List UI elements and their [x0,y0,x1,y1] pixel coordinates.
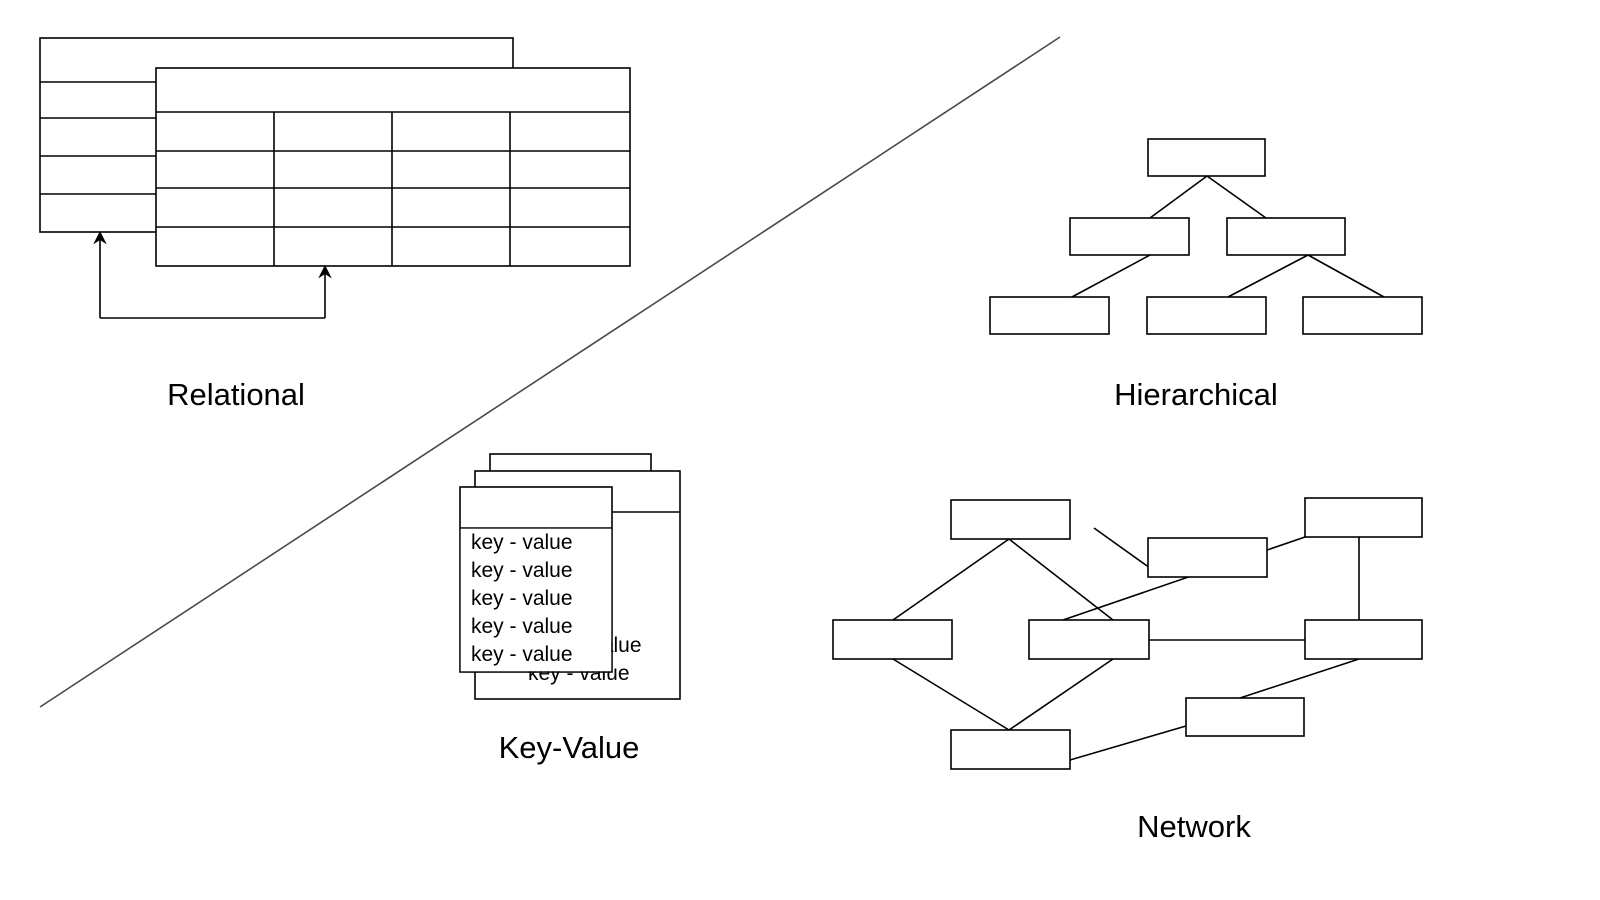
node-child-1[interactable] [1069,217,1190,256]
node-n-lower-right[interactable] [1185,697,1305,737]
key-value-group: key - value key - value key - value key - v… [459,453,681,765]
network-nodes [832,497,1423,770]
node-leaf-2[interactable] [1146,296,1267,335]
edge-n-left-to-n-bottom [892,658,1010,731]
hierarchical-edges [1071,175,1385,298]
edge-child-2-to-leaf-3 [1307,254,1385,298]
node-n-upper-mid[interactable] [1147,537,1268,578]
kv-entry-3: key - value [471,587,573,610]
node-n-center[interactable] [1028,619,1150,660]
relational-label: Relational [167,377,305,412]
kv-entry-2: key - value [471,559,573,582]
kv-entry-4: key - value [471,615,573,638]
foreign-key-connector [93,230,332,319]
relational-front-table[interactable] [155,67,631,267]
front-table-grid-lines [156,111,630,266]
node-n-left[interactable] [832,619,953,660]
hierarchical-group: Hierarchical [989,138,1423,412]
card-front-face [460,528,612,672]
network-group: Network [832,497,1423,844]
edge-n-right-to-n-lower-right [1239,658,1360,699]
fk-left-arrowhead [93,230,107,245]
key-value-label: Key-Value [499,730,640,765]
edge-n-top-left-to-n-center [1008,538,1114,621]
edge-root-to-child-1 [1149,175,1208,219]
relational-group: Relational [39,37,631,412]
hierarchical-label: Hierarchical [1114,377,1278,412]
node-root[interactable] [1147,138,1266,177]
edge-n-top-left-to-n-upper-mid [1093,527,1151,569]
node-child-2[interactable] [1226,217,1346,256]
edge-n-center-to-n-bottom [1008,658,1114,731]
network-label: Network [1137,809,1251,844]
node-n-right[interactable] [1304,619,1423,660]
key-value-entries: key - value key - value key - value key - v… [460,528,642,685]
node-n-top-right[interactable] [1304,497,1423,538]
edge-n-lower-right-to-n-bottom [1069,725,1187,761]
edge-child-2-to-leaf-2 [1227,254,1309,298]
diagonal-divider [39,36,1061,708]
edge-n-top-left-to-n-left [892,538,1010,621]
edge-root-to-child-2 [1206,175,1267,219]
node-leaf-1[interactable] [989,296,1110,335]
kv-entry-5: key - value [471,643,573,666]
edge-child-1-to-leaf-1 [1071,254,1151,298]
hierarchical-nodes [989,138,1423,335]
front-table-outline [155,67,631,267]
node-leaf-3[interactable] [1302,296,1423,335]
node-n-top-left[interactable] [950,499,1071,540]
kv-entry-1: key - value [471,531,573,554]
fk-right-arrowhead [318,264,332,279]
node-n-bottom[interactable] [950,729,1071,770]
